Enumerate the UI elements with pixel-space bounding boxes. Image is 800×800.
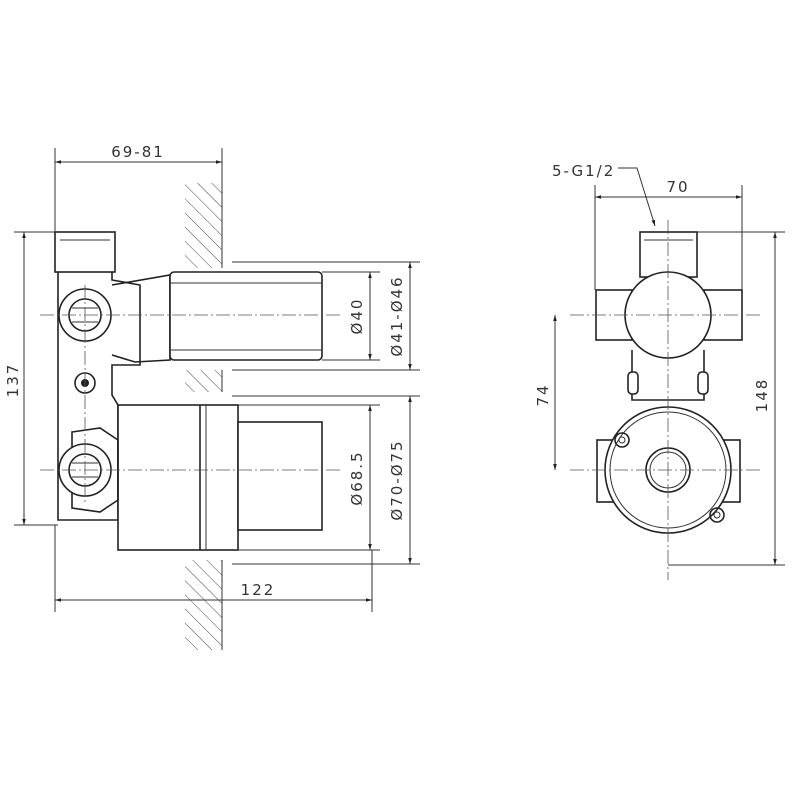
dimension-wall-depth: 69-81 bbox=[54, 143, 223, 232]
dimension-upper-dia: Ø40 Ø41-Ø46 bbox=[232, 261, 420, 371]
dim-label: 70 bbox=[666, 178, 689, 196]
thread-callout: 5-G1/2 bbox=[552, 162, 656, 227]
dim-label: Ø68.5 bbox=[348, 450, 366, 505]
valve-body-front bbox=[595, 231, 743, 534]
dimension-height: 137 bbox=[4, 231, 58, 526]
screw-icon bbox=[614, 432, 630, 448]
screw-icon bbox=[709, 507, 725, 523]
thread-label: 5-G1/2 bbox=[552, 162, 615, 180]
dim-label: 137 bbox=[4, 363, 22, 398]
dim-label: Ø70-Ø75 bbox=[388, 439, 406, 520]
dim-label: 122 bbox=[241, 581, 276, 599]
wall-hatch bbox=[185, 183, 223, 650]
front-view: 5-G1/2 70 74 148 bbox=[534, 162, 785, 580]
dim-label: Ø41-Ø46 bbox=[388, 275, 406, 356]
dim-label: Ø40 bbox=[348, 298, 366, 335]
dimension-width: 70 bbox=[594, 178, 743, 290]
valve-body-side bbox=[54, 231, 323, 551]
dimension-length: 122 bbox=[54, 525, 373, 612]
side-view: 69-81 137 Ø40 Ø41-Ø46 Ø68.5 Ø70-Ø75 122 bbox=[4, 143, 420, 650]
dimension-center-distance: 74 bbox=[534, 315, 557, 470]
dim-label: 148 bbox=[753, 378, 771, 413]
dimension-lower-dia: Ø68.5 Ø70-Ø75 bbox=[232, 395, 420, 565]
dim-label: 74 bbox=[534, 383, 552, 406]
dimension-height-front: 148 bbox=[668, 231, 785, 566]
dim-label: 69-81 bbox=[111, 143, 165, 161]
